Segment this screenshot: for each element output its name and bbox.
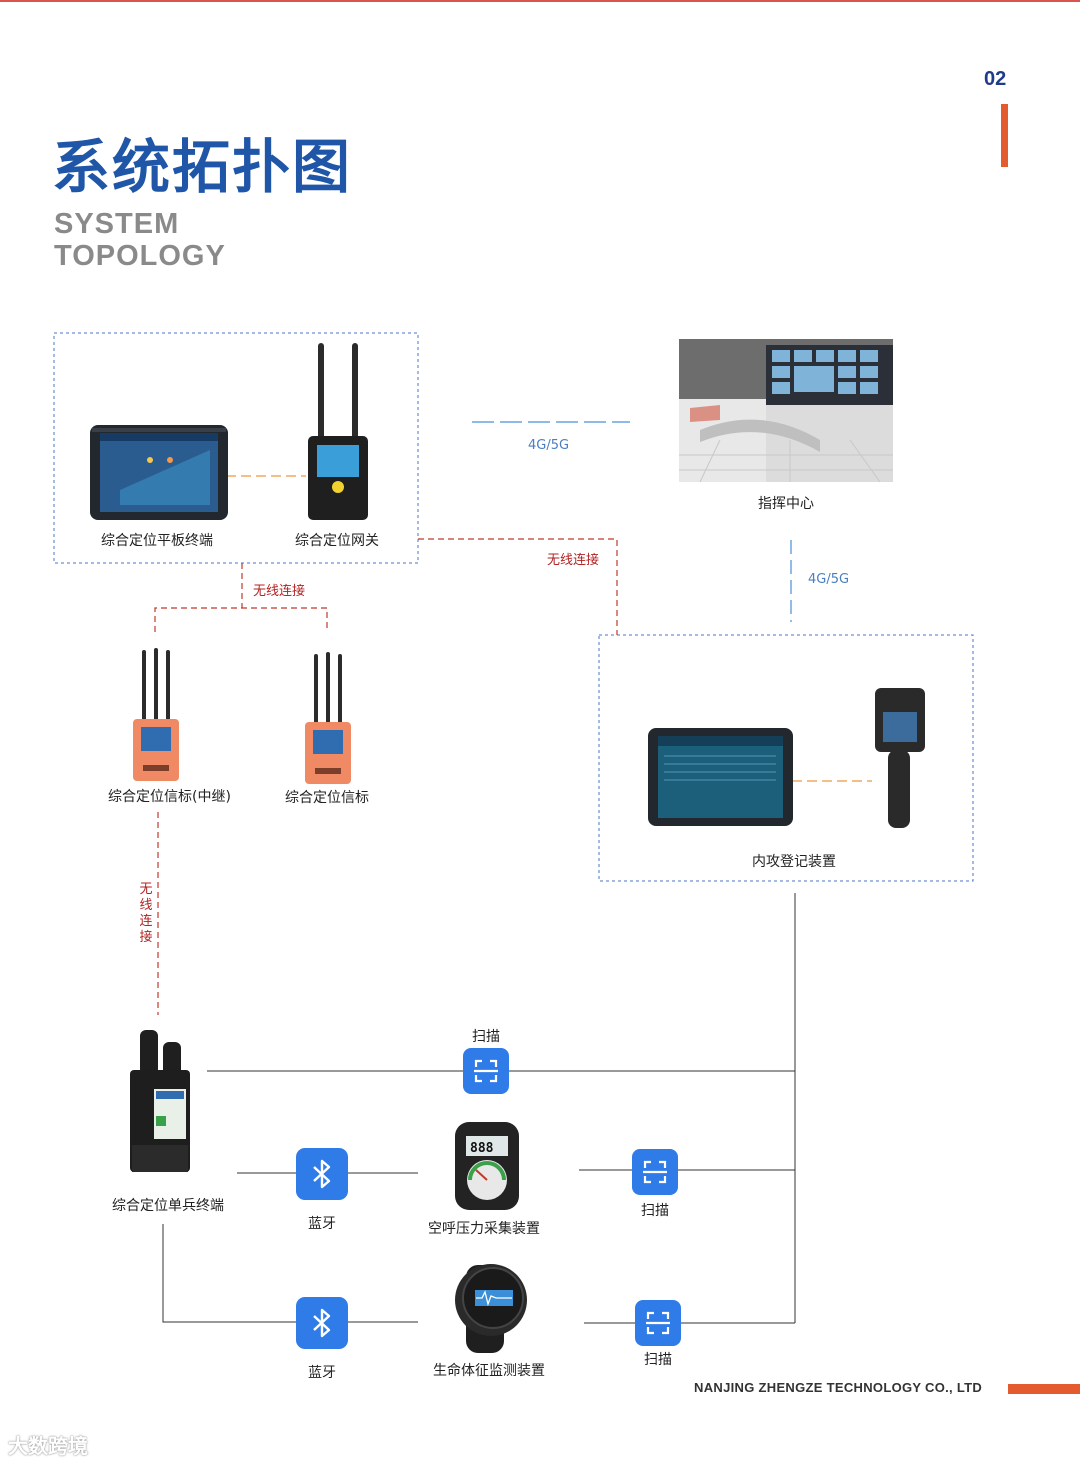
tablet-terminal-device [90, 425, 228, 520]
label-beacon: 综合定位信标 [285, 790, 369, 806]
bluetooth-icon [296, 1297, 348, 1353]
command-center-photo [679, 339, 893, 483]
soldier-terminal-device [130, 1030, 190, 1172]
link-wireless-split [154, 607, 328, 632]
label-scan-top: 扫描 [472, 1029, 500, 1045]
scan-icon [463, 1048, 509, 1098]
label-soldier-terminal: 综合定位单兵终端 [112, 1198, 224, 1214]
footer-accent-bar [1008, 1384, 1080, 1394]
label-bluetooth-2: 蓝牙 [308, 1365, 336, 1381]
gateway-device [308, 343, 368, 520]
label-vital-monitor: 生命体征监测装置 [433, 1363, 545, 1379]
label-network-top: 4G/5G [528, 438, 570, 453]
scan-icon [635, 1300, 681, 1350]
label-entry-registration: 内攻登记装置 [752, 854, 836, 870]
label-gateway: 综合定位网关 [295, 533, 379, 549]
label-wireless-right: 无线连接 [547, 553, 600, 568]
top-left-group-box [53, 332, 419, 564]
beacon-device [305, 652, 351, 784]
page-number: 02 [984, 68, 1007, 90]
label-network-right: 4G/5G [808, 572, 850, 587]
label-bluetooth-1: 蓝牙 [308, 1216, 336, 1232]
air-pressure-device: 888 [455, 1122, 519, 1210]
beacon-relay-device [133, 648, 179, 781]
label-scan-mid: 扫描 [641, 1203, 669, 1219]
footer-company: NANJING ZHENGZE TECHNOLOGY CO., LTD [694, 1380, 983, 1395]
right-group-box [598, 634, 974, 882]
handheld-reader-device [875, 688, 925, 828]
label-command-center: 指挥中心 [758, 496, 814, 512]
scan-icon [632, 1149, 678, 1199]
watermark: 大数跨境 [8, 1434, 88, 1458]
vital-monitor-device [455, 1264, 527, 1353]
label-wireless-vertical: 无线连接 [139, 882, 153, 945]
svg-text:888: 888 [470, 1141, 494, 1156]
line-bluetooth-2 [162, 1224, 418, 1323]
page-title: 系统拓扑图 [52, 133, 353, 201]
bluetooth-icon [296, 1148, 348, 1204]
link-wireless-right [418, 538, 618, 635]
entry-tablet-device [648, 728, 793, 826]
label-tablet-terminal: 综合定位平板终端 [101, 533, 213, 549]
top-border [0, 0, 1080, 2]
label-air-pressure: 空呼压力采集装置 [428, 1221, 540, 1237]
label-wireless-split: 无线连接 [253, 584, 306, 599]
subtitle-line-1: SYSTEM [54, 208, 180, 240]
accent-bar [1001, 104, 1008, 167]
subtitle-line-2: TOPOLOGY [54, 240, 226, 272]
label-beacon-relay: 综合定位信标(中继) [108, 789, 231, 805]
label-scan-bottom: 扫描 [644, 1352, 672, 1368]
